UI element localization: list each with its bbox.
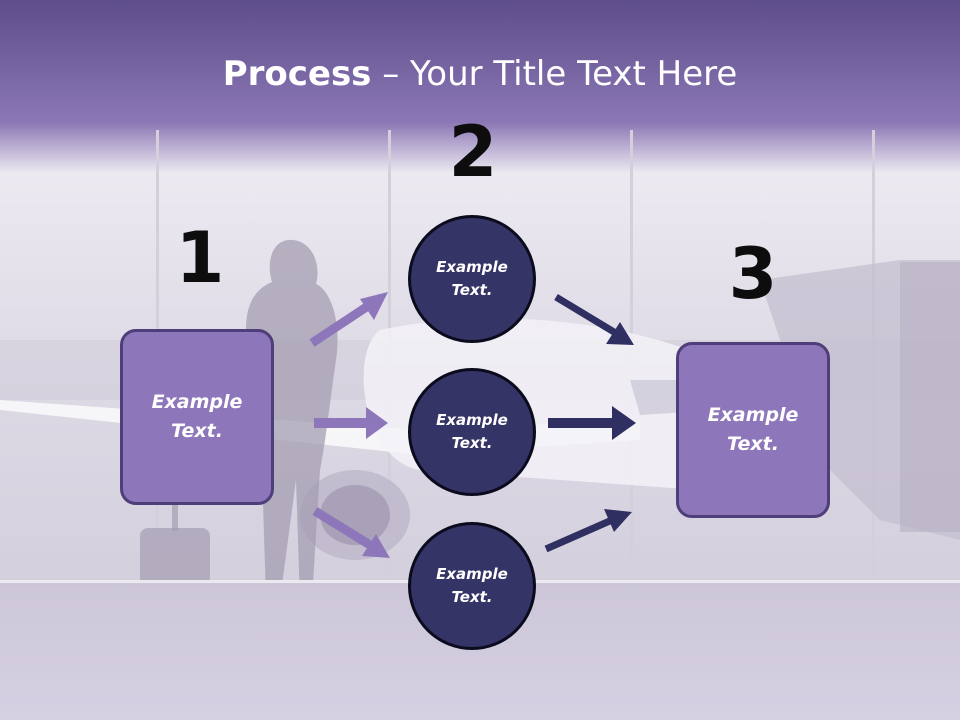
- step-1-box-text: Example Text.: [151, 391, 243, 442]
- arrow-box1-to-middle-circle: [314, 407, 388, 439]
- step-2-circle-middle: Example Text.: [408, 368, 536, 496]
- step-2-circle-bottom-text: Example Text.: [436, 565, 508, 606]
- step-number-3: 3: [728, 233, 778, 315]
- step-number-2: 2: [448, 111, 498, 193]
- step-2-circle-top: Example Text.: [408, 215, 536, 343]
- step-1-box: Example Text.: [120, 329, 274, 505]
- slide-title-strong: Process: [222, 54, 372, 94]
- slide-title: Process – Your Title Text Here: [0, 52, 960, 96]
- step-2-circle-top-text: Example Text.: [436, 258, 508, 299]
- arrow-top-circle-to-box3: [554, 294, 634, 345]
- step-3-box-text: Example Text.: [707, 404, 799, 455]
- arrow-box1-to-top-circle: [309, 292, 388, 347]
- step-2-circle-middle-text: Example Text.: [436, 411, 508, 452]
- step-3-box: Example Text.: [676, 342, 830, 518]
- arrow-box1-to-bottom-circle: [312, 507, 390, 558]
- step-2-circle-bottom: Example Text.: [408, 522, 536, 650]
- arrow-middle-circle-to-box3: [548, 406, 636, 440]
- slide-title-light: – Your Title Text Here: [371, 54, 738, 94]
- arrow-bottom-circle-to-box3: [544, 509, 632, 553]
- step-number-1: 1: [175, 217, 225, 299]
